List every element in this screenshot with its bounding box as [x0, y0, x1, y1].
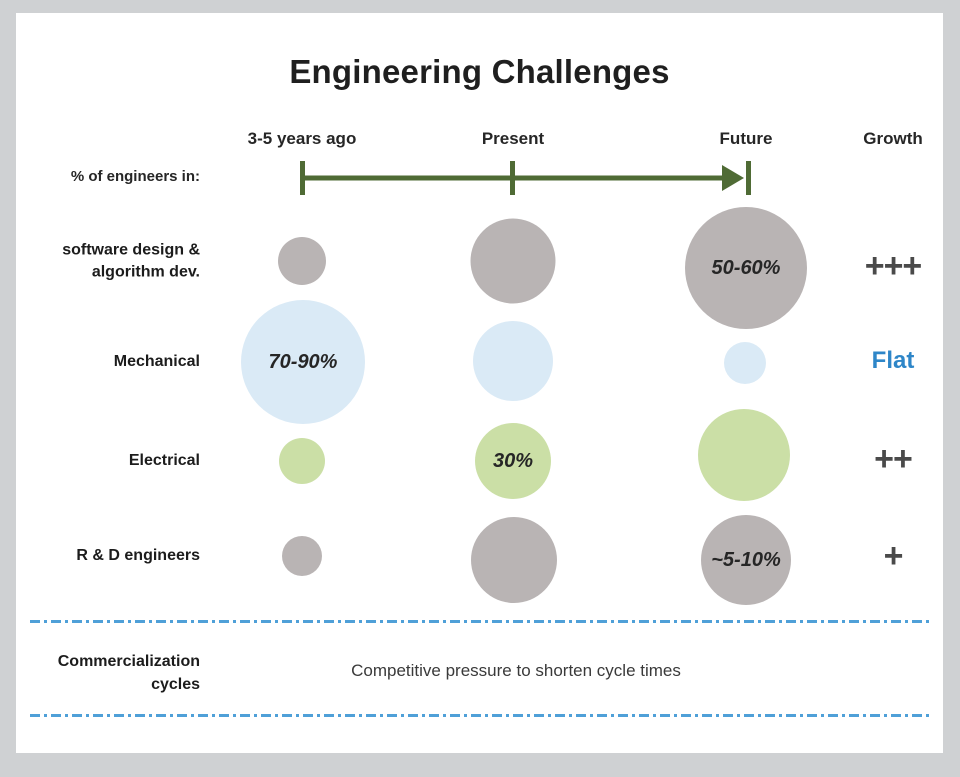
timeline-line	[302, 175, 726, 181]
growth-electrical: ++	[874, 440, 913, 478]
growth-mechanical: Flat	[871, 347, 915, 374]
bubble-software-future: 50-60%	[685, 207, 807, 329]
divider-dash-dot-top	[30, 620, 930, 623]
bubble-rd-present	[471, 517, 557, 603]
bubble-software-present	[470, 218, 556, 304]
footer-note: Competitive pressure to shorten cycle ti…	[351, 661, 681, 680]
column-header-future: Future	[719, 129, 773, 148]
divider-dash-dot-bottom	[30, 714, 930, 717]
footer-row-label: Commercialization cycles	[57, 653, 200, 694]
row-label-mechanical: Mechanical	[113, 353, 200, 371]
timeline-arrowhead	[722, 165, 744, 191]
bubble-mechanical-present	[473, 321, 553, 401]
row-label-rd: R & D engineers	[76, 547, 200, 565]
bubble-software-past	[278, 237, 326, 285]
chart-panel: Engineering Challenges 3-5 years ago Pre…	[16, 13, 943, 753]
growth-software: +++	[864, 247, 923, 285]
row-label-software: software design & algorithm dev.	[62, 241, 200, 280]
bubble-rd-future: ~5-10%	[701, 515, 791, 605]
timeline-arrow	[300, 161, 751, 195]
growth-rd: +	[883, 537, 904, 575]
bubble-electrical-future	[698, 409, 790, 501]
bubble-electrical-present: 30%	[475, 423, 551, 499]
bubble-electrical-past	[279, 438, 325, 484]
bubble-rd-past	[282, 536, 322, 576]
column-header-present: Present	[481, 129, 545, 148]
bubble-mechanical-past: 70-90%	[241, 300, 365, 424]
column-header-past: 3-5 years ago	[247, 129, 357, 148]
row-label-electrical: Electrical	[128, 452, 200, 470]
timeline-tick-future	[746, 161, 751, 195]
axis-label: % of engineers in:	[70, 168, 200, 185]
bubble-mechanical-future	[724, 342, 766, 384]
column-header-growth: Growth	[863, 129, 923, 148]
page-title: Engineering Challenges	[289, 53, 670, 90]
